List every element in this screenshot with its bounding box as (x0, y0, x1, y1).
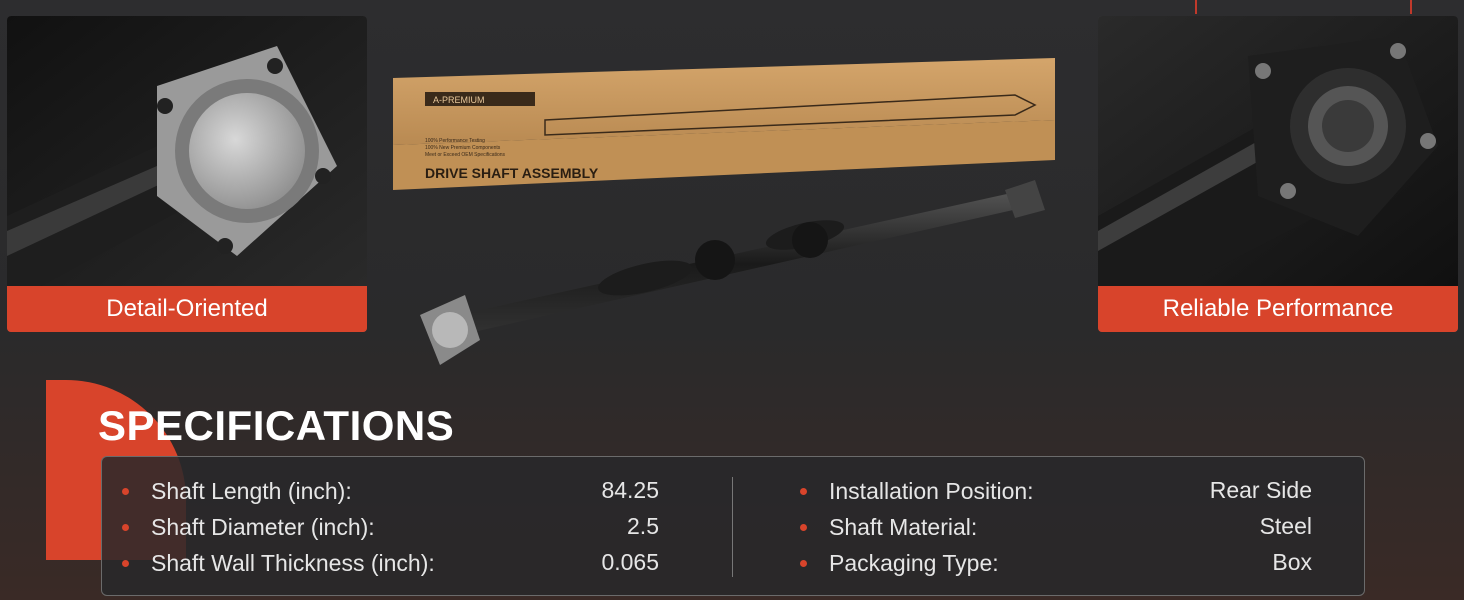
spec-row: Packaging Type: (800, 545, 999, 581)
spec-value: Steel (1259, 513, 1312, 539)
bullet-dot-icon (122, 559, 129, 567)
spec-row: Shaft Diameter (inch): (122, 509, 375, 545)
spec-row: Installation Position: (800, 473, 1034, 509)
spec-label: Installation Position: (829, 477, 1034, 504)
bullet-dot-icon (800, 487, 807, 495)
drive-shaft-product-image: A-PREMIUM DRIVE SHAFT ASSEMBLY 100% Perf… (393, 58, 1055, 365)
bullet-dot-icon (122, 523, 129, 531)
bullet-dot-icon (800, 559, 807, 567)
svg-text:100% Performance Testing: 100% Performance Testing (425, 138, 485, 144)
panel-caption: Detail-Oriented (7, 286, 367, 332)
detail-panel: Detail-Oriented (7, 16, 367, 332)
bullet-dot-icon (800, 523, 807, 531)
spec-label: Packaging Type: (829, 549, 999, 576)
column-divider (732, 477, 733, 577)
spec-label: Shaft Length (inch): (151, 477, 352, 504)
bullet-dot-icon (122, 487, 129, 495)
spec-value: Box (1272, 549, 1312, 575)
spec-row: Shaft Length (inch): (122, 473, 352, 509)
brand-logo (425, 92, 535, 106)
spec-value: 0.065 (601, 549, 659, 575)
svg-text:Meet or Exceed OEM Specificati: Meet or Exceed OEM Specifications (425, 152, 506, 158)
box-title: DRIVE SHAFT ASSEMBLY (425, 165, 599, 181)
panel-caption: Reliable Performance (1098, 286, 1458, 332)
specifications-box: Shaft Length (inch): 84.25 Shaft Diamete… (101, 456, 1365, 596)
spec-label: Shaft Diameter (inch): (151, 513, 375, 540)
spec-label: Shaft Wall Thickness (inch): (151, 549, 435, 576)
specifications-title: SPECIFICATIONS (98, 402, 455, 449)
svg-text:100% New Premium Components: 100% New Premium Components (425, 145, 501, 151)
flange-closeup-image (7, 16, 367, 288)
decorative-line (1195, 0, 1197, 14)
yoke-closeup-image (1098, 16, 1458, 288)
performance-panel: Reliable Performance (1098, 16, 1458, 332)
spec-row: Shaft Wall Thickness (inch): (122, 545, 435, 581)
spec-value: 84.25 (601, 477, 659, 503)
spec-value: 2.5 (627, 513, 659, 539)
spec-label: Shaft Material: (829, 513, 978, 540)
decorative-line (1410, 0, 1412, 14)
spec-row: Shaft Material: (800, 509, 977, 545)
spec-value: Rear Side (1209, 477, 1312, 503)
box-brand: A-PREMIUM (433, 95, 485, 105)
